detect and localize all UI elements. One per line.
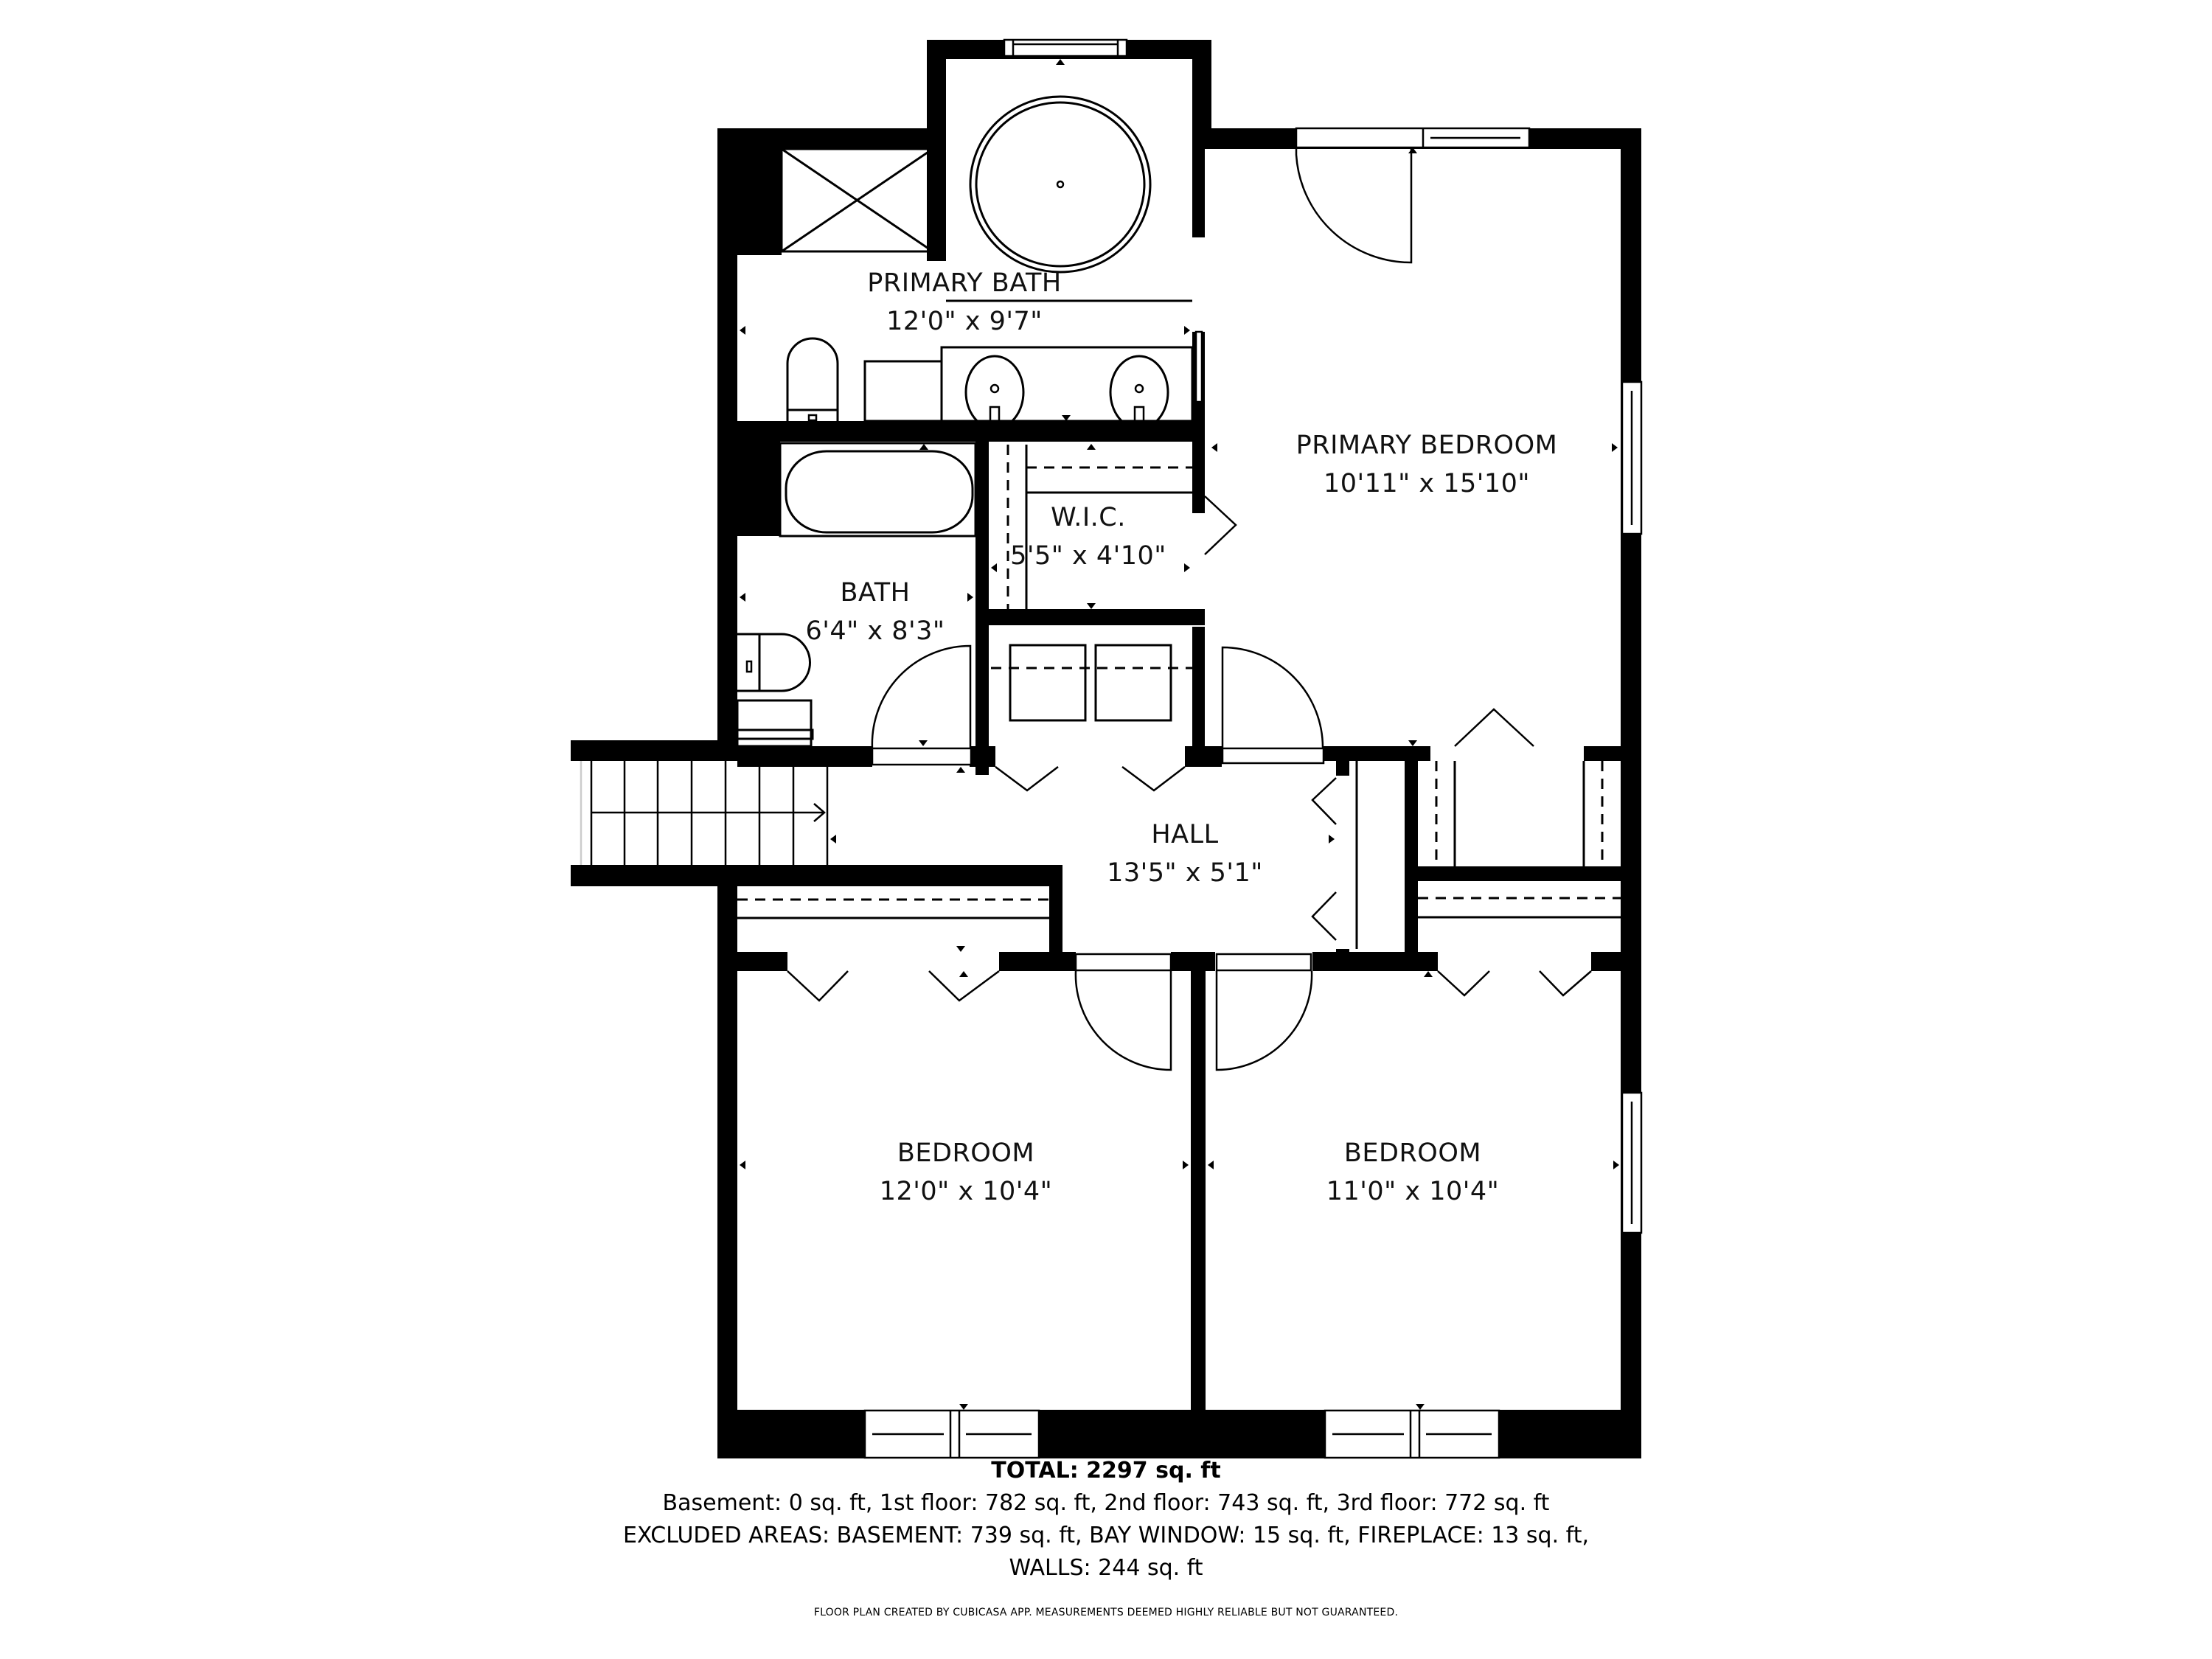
- room-name: PRIMARY BATH: [867, 268, 1062, 298]
- floor-areas: Basement: 0 sq. ft, 1st floor: 782 sq. f…: [662, 1490, 1550, 1516]
- doors: [787, 147, 1592, 1071]
- disclaimer: FLOOR PLAN CREATED BY CUBICASA APP. MEAS…: [813, 1607, 1399, 1618]
- total-area: TOTAL: 2297 sq. ft: [991, 1458, 1221, 1484]
- room-dimensions: 10'11" x 15'10": [1323, 469, 1531, 498]
- staircase[interactable]: [571, 761, 829, 865]
- room-dimensions: 12'0" x 9'7": [886, 307, 1043, 336]
- walls-area: WALLS: 244 sq. ft: [1009, 1555, 1203, 1581]
- room-dimensions: 5'5" x 4'10": [1010, 541, 1166, 571]
- room-name: PRIMARY BEDROOM: [1295, 431, 1558, 460]
- room-dimensions: 11'0" x 10'4": [1326, 1177, 1500, 1206]
- measurement-markers: [740, 59, 1619, 1410]
- excluded-areas: EXCLUDED AREAS: BASEMENT: 739 sq. ft, BA…: [622, 1523, 1590, 1548]
- room-dimensions: 6'4" x 8'3": [805, 616, 945, 646]
- room-name: BEDROOM: [1343, 1138, 1482, 1168]
- room-dimensions: 12'0" x 10'4": [879, 1177, 1053, 1206]
- room-primary-bath: PRIMARY BATH 12'0" x 9'7": [867, 264, 1061, 341]
- room-name: W.I.C.: [1051, 503, 1126, 532]
- fixtures: [736, 95, 1621, 949]
- room-bath: BATH 6'4" x 8'3": [806, 574, 945, 650]
- room-bedroom-right: BEDROOM 11'0" x 10'4": [1326, 1134, 1500, 1211]
- room-primary-bedroom: PRIMARY BEDROOM 10'11" x 15'10": [1296, 426, 1558, 503]
- room-name: BEDROOM: [897, 1138, 1035, 1168]
- room-hall: HALL 13'5" x 5'1": [1107, 815, 1263, 892]
- room-name: HALL: [1151, 820, 1219, 849]
- room-wic: W.I.C. 5'5" x 4'10": [1010, 498, 1166, 575]
- room-dimensions: 13'5" x 5'1": [1107, 858, 1263, 888]
- room-name: BATH: [840, 578, 911, 608]
- room-bedroom-left: BEDROOM 12'0" x 10'4": [880, 1134, 1053, 1211]
- windows: [863, 38, 1643, 1459]
